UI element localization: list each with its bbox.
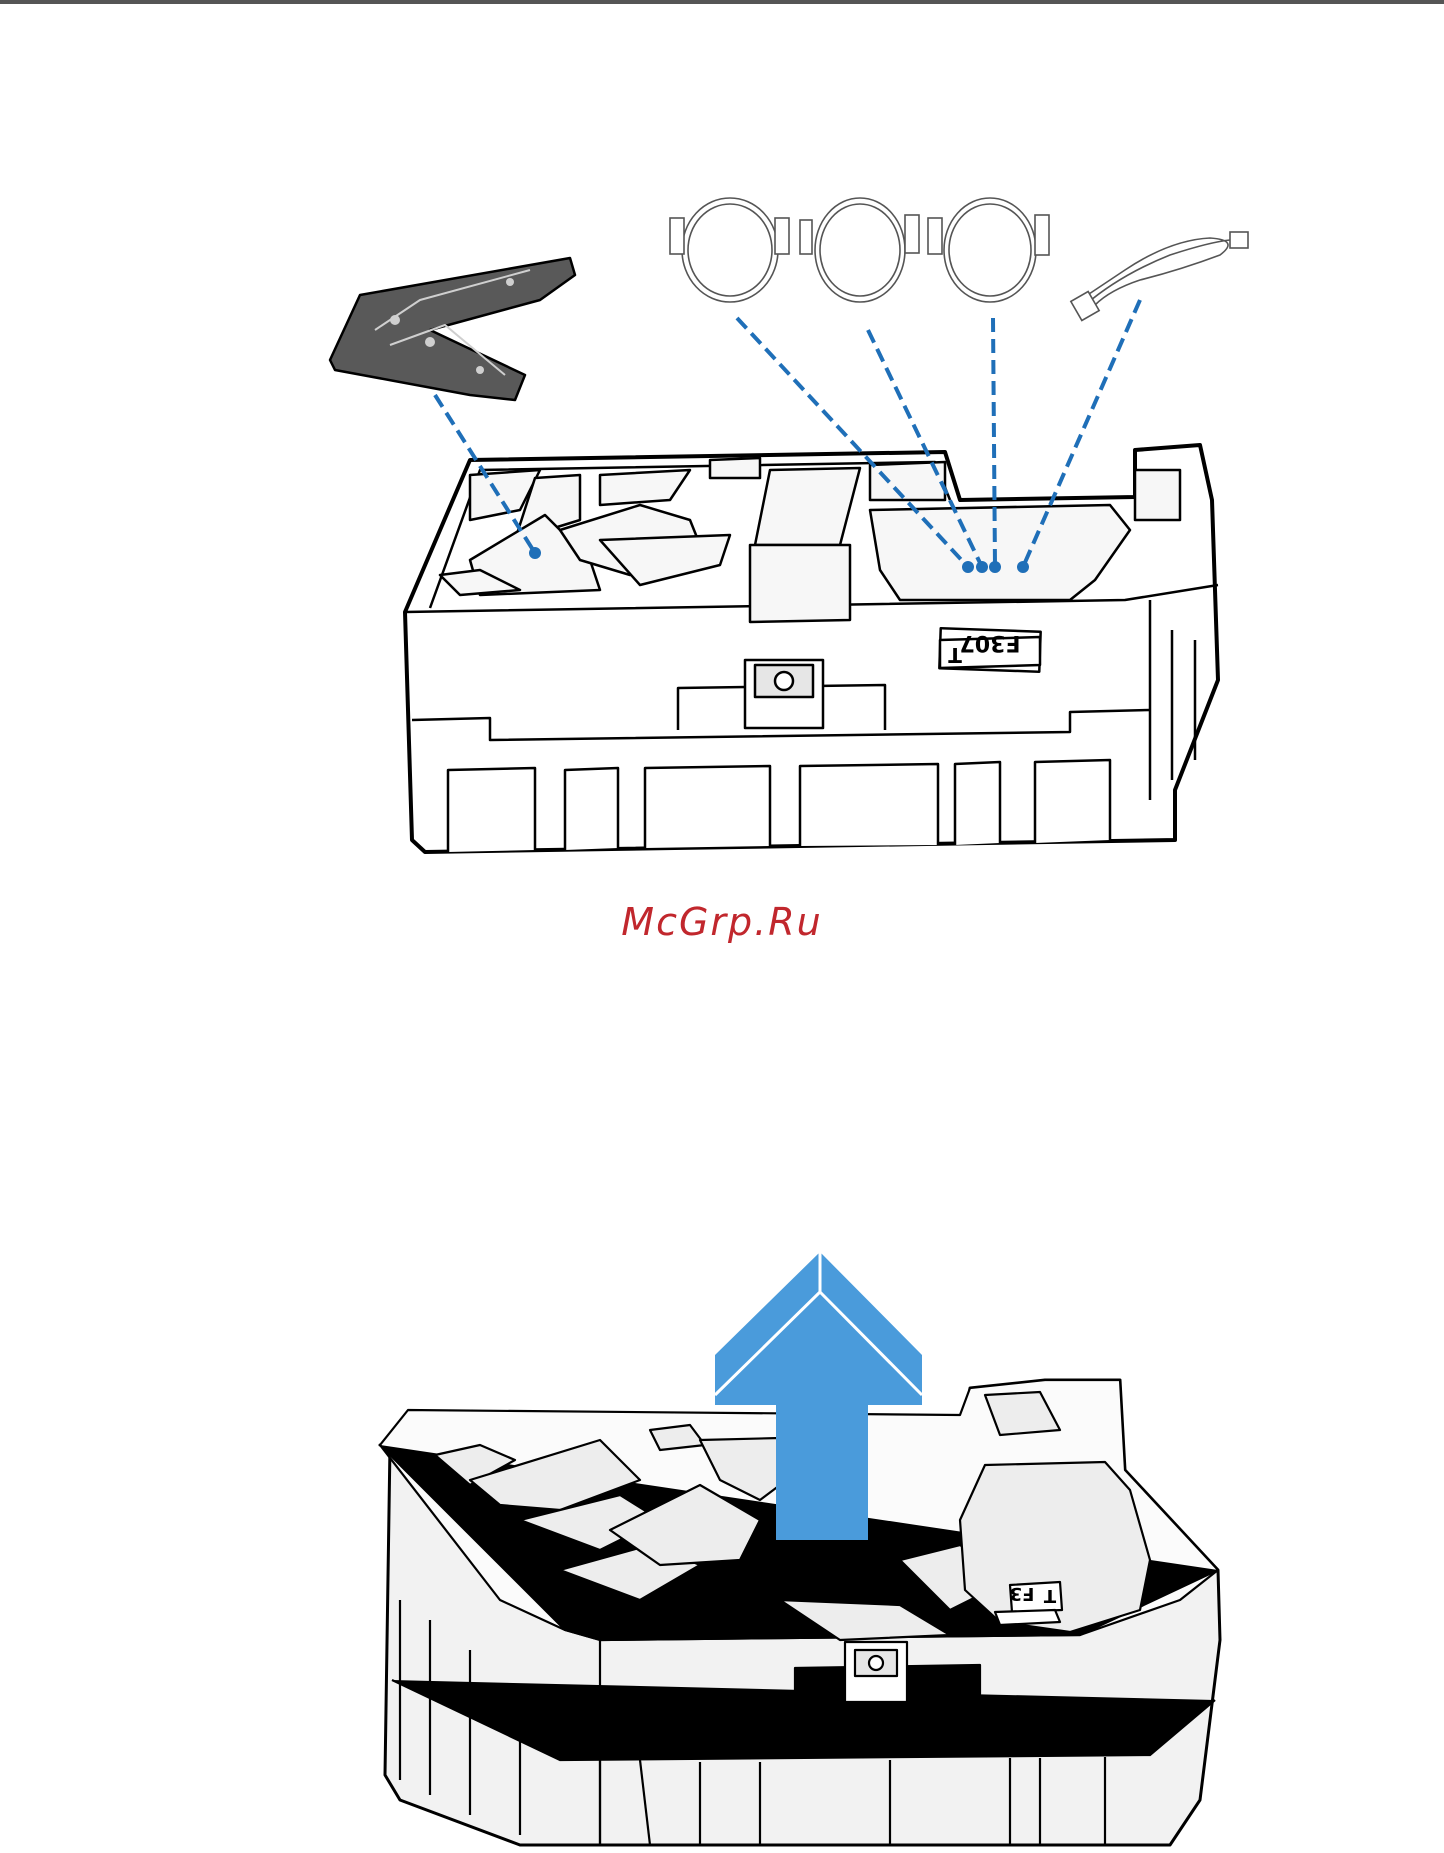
foam-tray-top	[405, 445, 1218, 852]
usb-cable-icon	[800, 198, 919, 302]
watermark-text: McGrp.Ru	[0, 900, 1444, 944]
hdmi-cable-icon	[670, 198, 789, 302]
power-cord-icon	[1071, 232, 1248, 321]
monitor-stand-base	[330, 258, 575, 400]
cable-set	[670, 198, 1248, 321]
box-label-t-top: T	[948, 643, 962, 667]
box-label-t-bottom: T	[1043, 1585, 1056, 1606]
box-label-f3: F3	[1010, 1583, 1035, 1604]
displayport-cable-icon	[928, 198, 1049, 302]
box-label-f307: F307	[960, 630, 1021, 655]
